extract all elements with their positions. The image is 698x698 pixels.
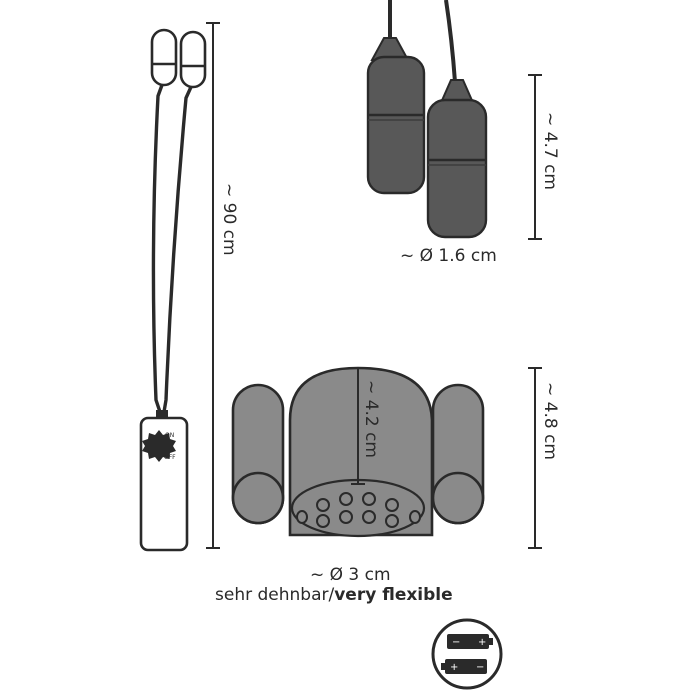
sleeve-height-dimension: ~ 4.8 cm xyxy=(528,367,560,549)
battery-icon: − + + − xyxy=(431,618,503,690)
battery-plus-top: + xyxy=(478,637,486,648)
battery-plus-bottom: + xyxy=(450,662,458,673)
sleeve-diameter-label: ~ Ø 3 cm xyxy=(310,565,391,585)
battery-minus-top: − xyxy=(452,637,460,648)
remote-control-illustration: ON OFF xyxy=(139,28,207,552)
small-bullet-right xyxy=(179,30,207,89)
bullet-vibrators-illustration xyxy=(366,0,488,239)
sleeve-nubs xyxy=(296,492,421,528)
bullet-diameter-label: ~ Ø 1.6 cm xyxy=(400,246,497,266)
bullet-right xyxy=(426,98,488,239)
cord-length-dimension: ~ 90 cm xyxy=(206,22,239,549)
sleeve-height-label: ~ 4.8 cm xyxy=(540,382,560,460)
sleeve-depth-label: ~ 4.2 cm xyxy=(361,380,381,458)
cord-length-label: ~ 90 cm xyxy=(219,183,239,256)
battery-minus-bottom: − xyxy=(476,662,484,673)
small-bullet-left xyxy=(150,28,178,87)
sleeve-illustration: ~ 4.2 cm xyxy=(231,366,485,538)
bullet-length-dimension: ~ 4.7 cm xyxy=(528,74,560,240)
cord-right xyxy=(162,86,193,413)
switch-off-label: OFF xyxy=(164,454,176,461)
flexibility-caption-en: very flexible xyxy=(334,585,452,605)
bullet-length-label: ~ 4.7 cm xyxy=(540,112,560,190)
cord-left xyxy=(151,84,164,413)
control-dial xyxy=(142,430,176,462)
bullet-left xyxy=(366,55,426,195)
flexibility-caption-de: sehr dehnbar/ xyxy=(215,585,334,605)
switch-on-label: ON xyxy=(165,432,174,439)
flexibility-caption: sehr dehnbar/very flexible xyxy=(215,585,453,605)
sleeve-opening xyxy=(290,478,426,538)
